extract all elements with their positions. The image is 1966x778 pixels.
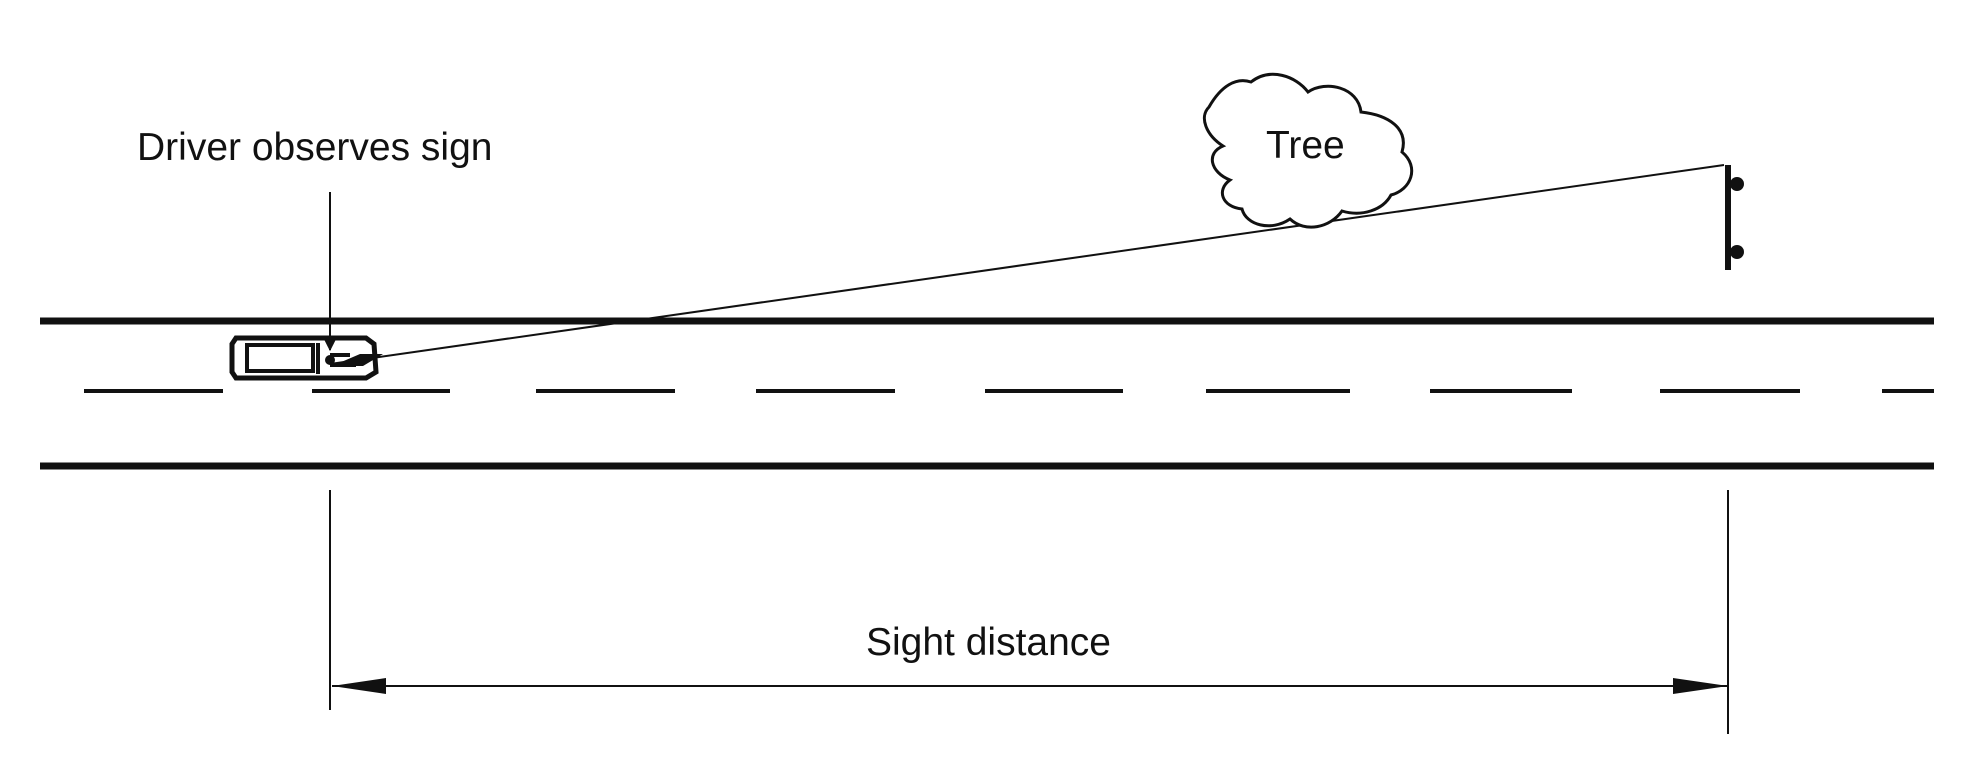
- roadside-sign-icon: [1725, 165, 1744, 270]
- sight-distance-arrowhead-right: [1673, 678, 1728, 694]
- tree-label: Tree: [1266, 124, 1345, 167]
- sight-line-arrowhead: [332, 354, 383, 366]
- driver-observes-sign-label: Driver observes sign: [137, 126, 492, 169]
- sight-distance-arrowhead-left: [332, 678, 386, 694]
- tree-cloud-icon: [1203, 72, 1414, 229]
- sight-distance-label: Sight distance: [866, 621, 1111, 664]
- car-top-view-icon: [229, 335, 379, 381]
- sight-line: [329, 164, 1725, 365]
